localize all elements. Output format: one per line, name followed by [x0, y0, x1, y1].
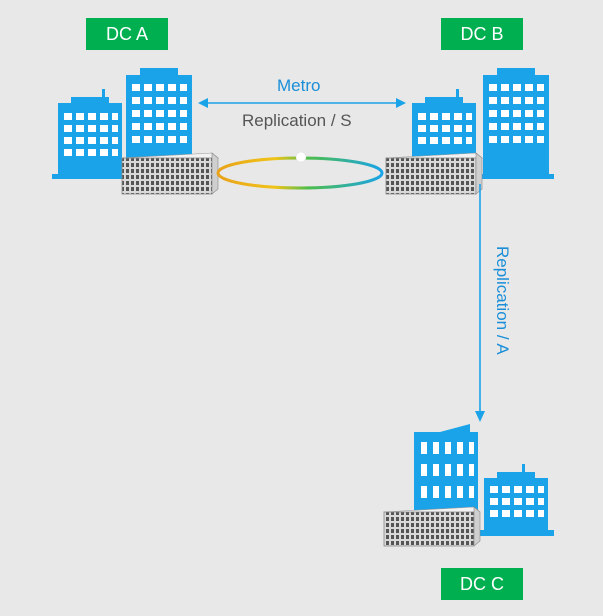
async-replication-label: Replication / A — [493, 246, 512, 355]
storage-server-icon — [385, 152, 483, 195]
ring-node-icon — [295, 151, 307, 163]
metro-label: Metro — [277, 76, 321, 95]
building-icon — [52, 89, 128, 179]
storage-server-icon — [121, 152, 219, 195]
storage-server-icon — [383, 506, 481, 547]
dc-b-site — [385, 68, 554, 195]
dc-a-label: DC A — [86, 18, 168, 50]
dc-b-label: DC B — [441, 18, 523, 50]
dc-a-site — [52, 68, 219, 195]
metro-ring — [216, 151, 384, 190]
sync-replication-label: Replication / S — [242, 111, 352, 130]
dc-c-site — [383, 424, 554, 547]
dc-c-label: DC C — [441, 568, 523, 600]
async-replication-arrow — [475, 184, 485, 422]
building-icon — [476, 68, 554, 179]
metro-link-arrow — [198, 98, 406, 108]
building-icon — [476, 464, 554, 536]
